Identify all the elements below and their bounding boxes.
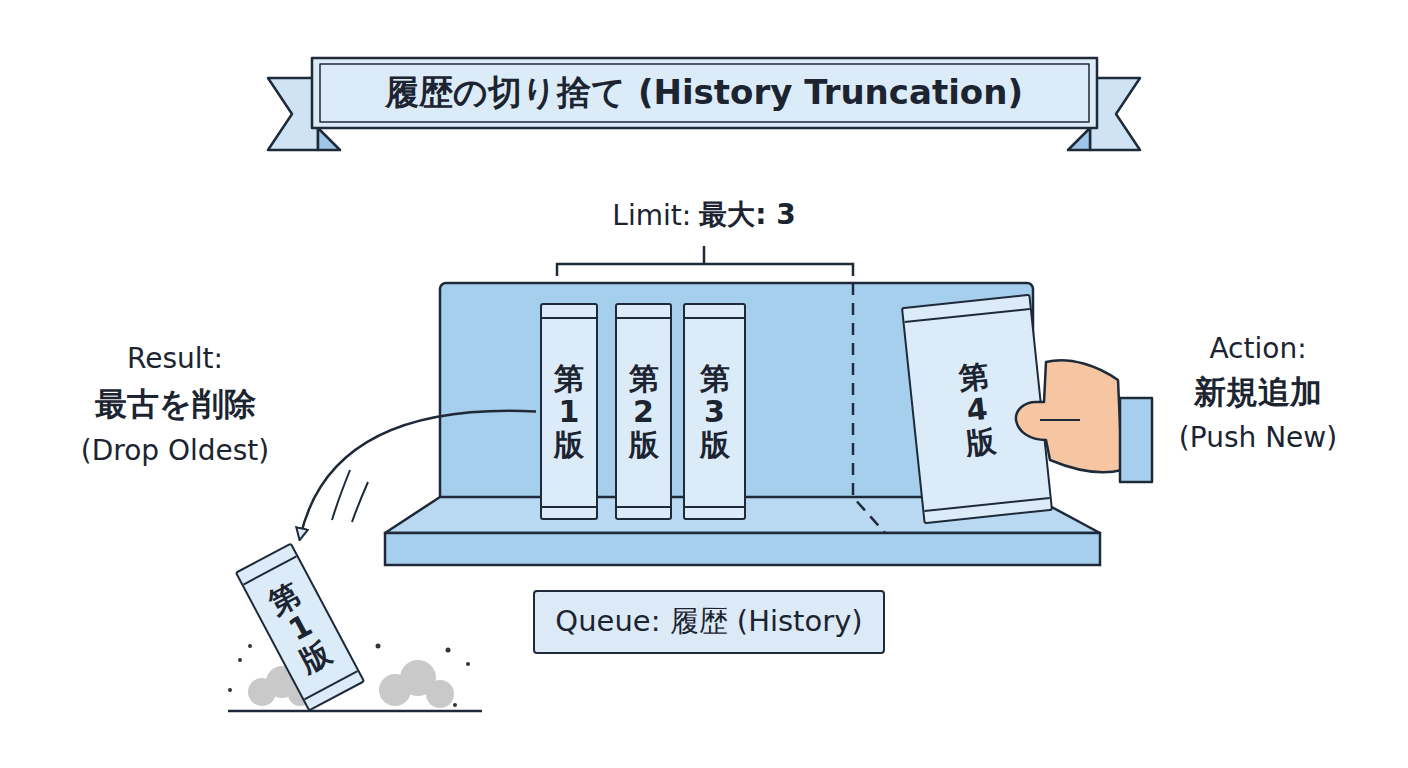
result-text-en: (Drop Oldest): [81, 434, 270, 467]
result-text: 最古を削除: [95, 383, 256, 427]
limit-value: 最大: 3: [699, 196, 795, 234]
limit-label: Limit:: [612, 199, 691, 232]
book-label: 第1版: [264, 576, 337, 677]
action-label: Action:: [1209, 332, 1306, 365]
book-spine: 第2版: [615, 303, 672, 520]
new-book: 第4版: [901, 294, 1053, 524]
banner-title: 履歴の切り捨て (History Truncation): [385, 70, 1023, 116]
book-spine: 第3版: [683, 303, 746, 520]
book-spine: 第1版: [540, 303, 598, 520]
queue-label: Queue: 履歴 (History): [555, 602, 862, 642]
queue-box: Queue: 履歴 (History): [533, 590, 884, 654]
book-label: 第4版: [957, 358, 997, 460]
book-label: 第2版: [629, 362, 659, 461]
action-text-en: (Push New): [1179, 421, 1337, 454]
action-text: 新規追加: [1194, 371, 1322, 415]
book-label: 第3版: [700, 362, 730, 461]
book-label: 第1版: [554, 362, 584, 461]
result-label: Result:: [127, 342, 223, 375]
drop-arrow: [300, 411, 536, 538]
